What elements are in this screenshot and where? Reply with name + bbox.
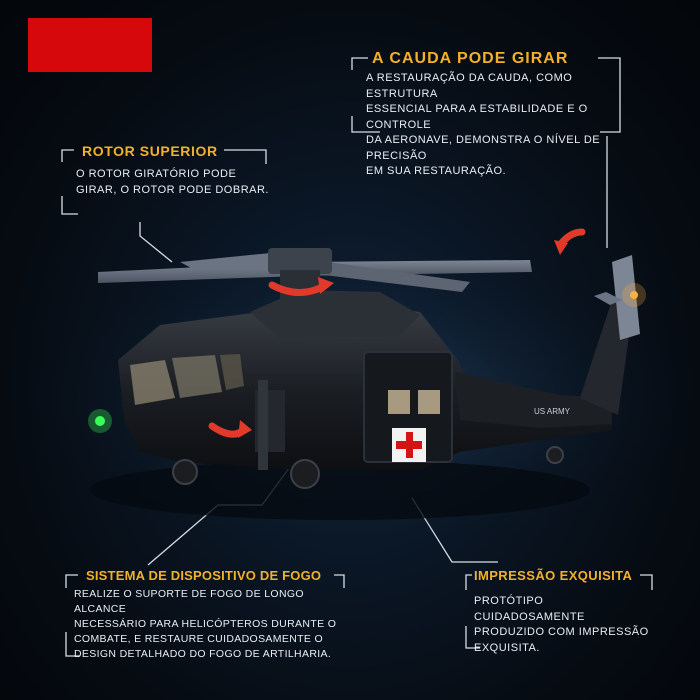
- callout-fire-line: COMBATE, E RESTAURE CUIDADOSAMENTE O: [74, 633, 324, 645]
- callout-tail-line: ESSENCIAL PARA A ESTABILIDADE E O CONTRO…: [366, 103, 588, 131]
- callout-print-line: PROTÓTIPO CUIDADOSAMENTE: [474, 595, 585, 623]
- callout-fire-body: REALIZE O SUPORTE DE FOGO DE LONGO ALCAN…: [74, 587, 348, 662]
- callout-print-body: PROTÓTIPO CUIDADOSAMENTE PRODUZIDO COM I…: [474, 594, 654, 656]
- callout-print: IMPRESSÃO EXQUISITA PROTÓTIPO CUIDADOSAM…: [466, 568, 656, 656]
- callout-fire: SISTEMA DE DISPOSITIVO DE FOGO REALIZE O…: [66, 568, 348, 660]
- callout-print-title: IMPRESSÃO EXQUISITA: [474, 568, 633, 583]
- callout-rotor-line: O ROTOR GIRATÓRIO PODE: [76, 168, 237, 180]
- callout-tail-body: A RESTAURAÇÃO DA CAUDA, COMO ESTRUTURA E…: [366, 71, 634, 180]
- callout-rotor-body: O ROTOR GIRATÓRIO PODE GIRAR, O ROTOR PO…: [76, 167, 276, 198]
- callout-rotor: ROTOR SUPERIOR O ROTOR GIRATÓRIO PODE GI…: [62, 143, 272, 218]
- main-rotor-blades: [98, 248, 532, 300]
- callout-tail-line: DA AERONAVE, DEMONSTRA O NÍVEL DE PRECIS…: [366, 134, 601, 162]
- red-banner: [28, 18, 152, 72]
- callout-tail-title: A CAUDA PODE GIRAR: [372, 50, 569, 67]
- us-army-marking: US ARMY: [534, 407, 571, 416]
- callout-tail-line: EM SUA RESTAURAÇÃO.: [366, 165, 507, 177]
- callout-fire-title: SISTEMA DE DISPOSITIVO DE FOGO: [86, 568, 322, 583]
- callout-print-line: EXQUISITA.: [474, 641, 540, 654]
- callout-print-line: PRODUZIDO COM IMPRESSÃO: [474, 626, 649, 638]
- callout-tail: A CAUDA PODE GIRAR A RESTAURAÇÃO DA CAUD…: [352, 50, 632, 177]
- callout-rotor-line: GIRAR, O ROTOR PODE DOBRAR.: [76, 183, 269, 196]
- callout-fire-line: DESIGN DETALHADO DO FOGO DE ARTILHARIA.: [74, 648, 332, 660]
- callout-tail-line: A RESTAURAÇÃO DA CAUDA, COMO ESTRUTURA: [366, 72, 573, 100]
- callout-rotor-title: ROTOR SUPERIOR: [82, 143, 218, 159]
- tail-rotor-blades: [594, 255, 640, 340]
- callout-fire-line: NECESSÁRIO PARA HELICÓPTEROS DURANTE O: [74, 618, 337, 630]
- callout-fire-line: REALIZE O SUPORTE DE FOGO DE LONGO ALCAN…: [74, 588, 304, 615]
